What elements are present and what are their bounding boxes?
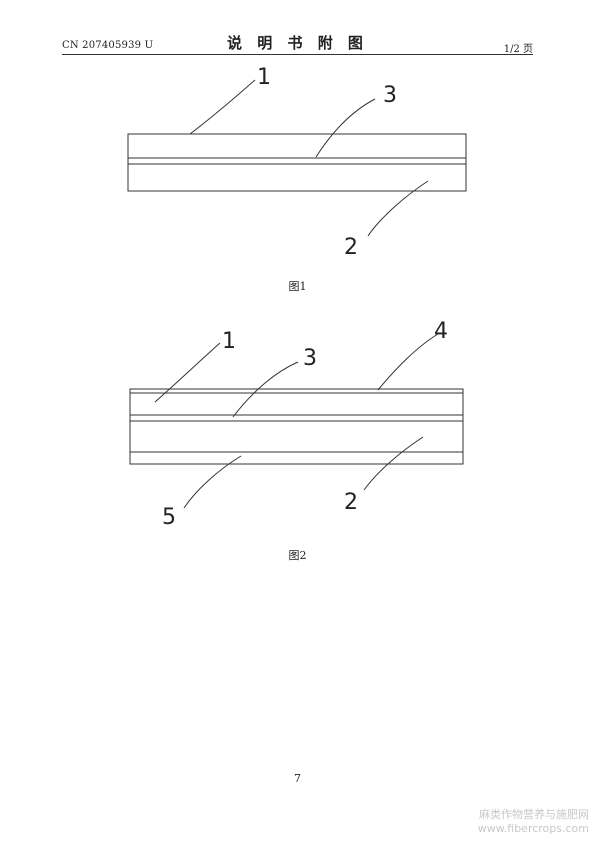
fig2-leader-5 xyxy=(183,455,242,509)
fig1-leader-3 xyxy=(315,98,376,158)
figure-1-drawing xyxy=(127,79,467,237)
document-number: CN 207405939 U xyxy=(62,40,154,51)
fig2-leader-1 xyxy=(154,342,221,403)
figure-1-caption: 图1 xyxy=(288,280,307,293)
figure-2-caption: 图2 xyxy=(288,549,307,562)
header-rule xyxy=(62,54,533,55)
fig1-label-3: 3 xyxy=(383,83,397,108)
watermark-line-1: 麻类作物营养与施肥网 xyxy=(479,808,589,821)
fig1-leader-2 xyxy=(367,180,429,237)
fig1-leader-1 xyxy=(189,79,256,135)
fig2-outer-frame xyxy=(129,388,464,465)
fig2-label-1: 1 xyxy=(222,329,236,354)
fig2-leader-4 xyxy=(377,333,439,391)
fig1-outer-frame xyxy=(127,133,467,192)
watermark-line-2: www.fibercrops.com xyxy=(477,822,589,835)
figure-2-drawing xyxy=(129,333,464,509)
fig2-leader-3 xyxy=(232,361,299,418)
fig1-label-2: 2 xyxy=(344,235,358,260)
page-title: 说 明 书 附 图 xyxy=(227,34,368,52)
site-watermark: 麻类作物营养与施肥网 www.fibercrops.com xyxy=(478,808,589,836)
fig2-label-5: 5 xyxy=(162,505,176,530)
fig2-label-3: 3 xyxy=(303,346,317,371)
page-count: 1/2 页 xyxy=(503,44,533,55)
page-header: CN 207405939 U 说 明 书 附 图 1/2 页 xyxy=(62,30,533,55)
fig2-leader-2 xyxy=(363,436,424,491)
fig2-label-2: 2 xyxy=(344,490,358,515)
page-number: 7 xyxy=(294,772,301,785)
fig1-label-1: 1 xyxy=(257,65,271,90)
fig2-label-4: 4 xyxy=(434,319,448,344)
